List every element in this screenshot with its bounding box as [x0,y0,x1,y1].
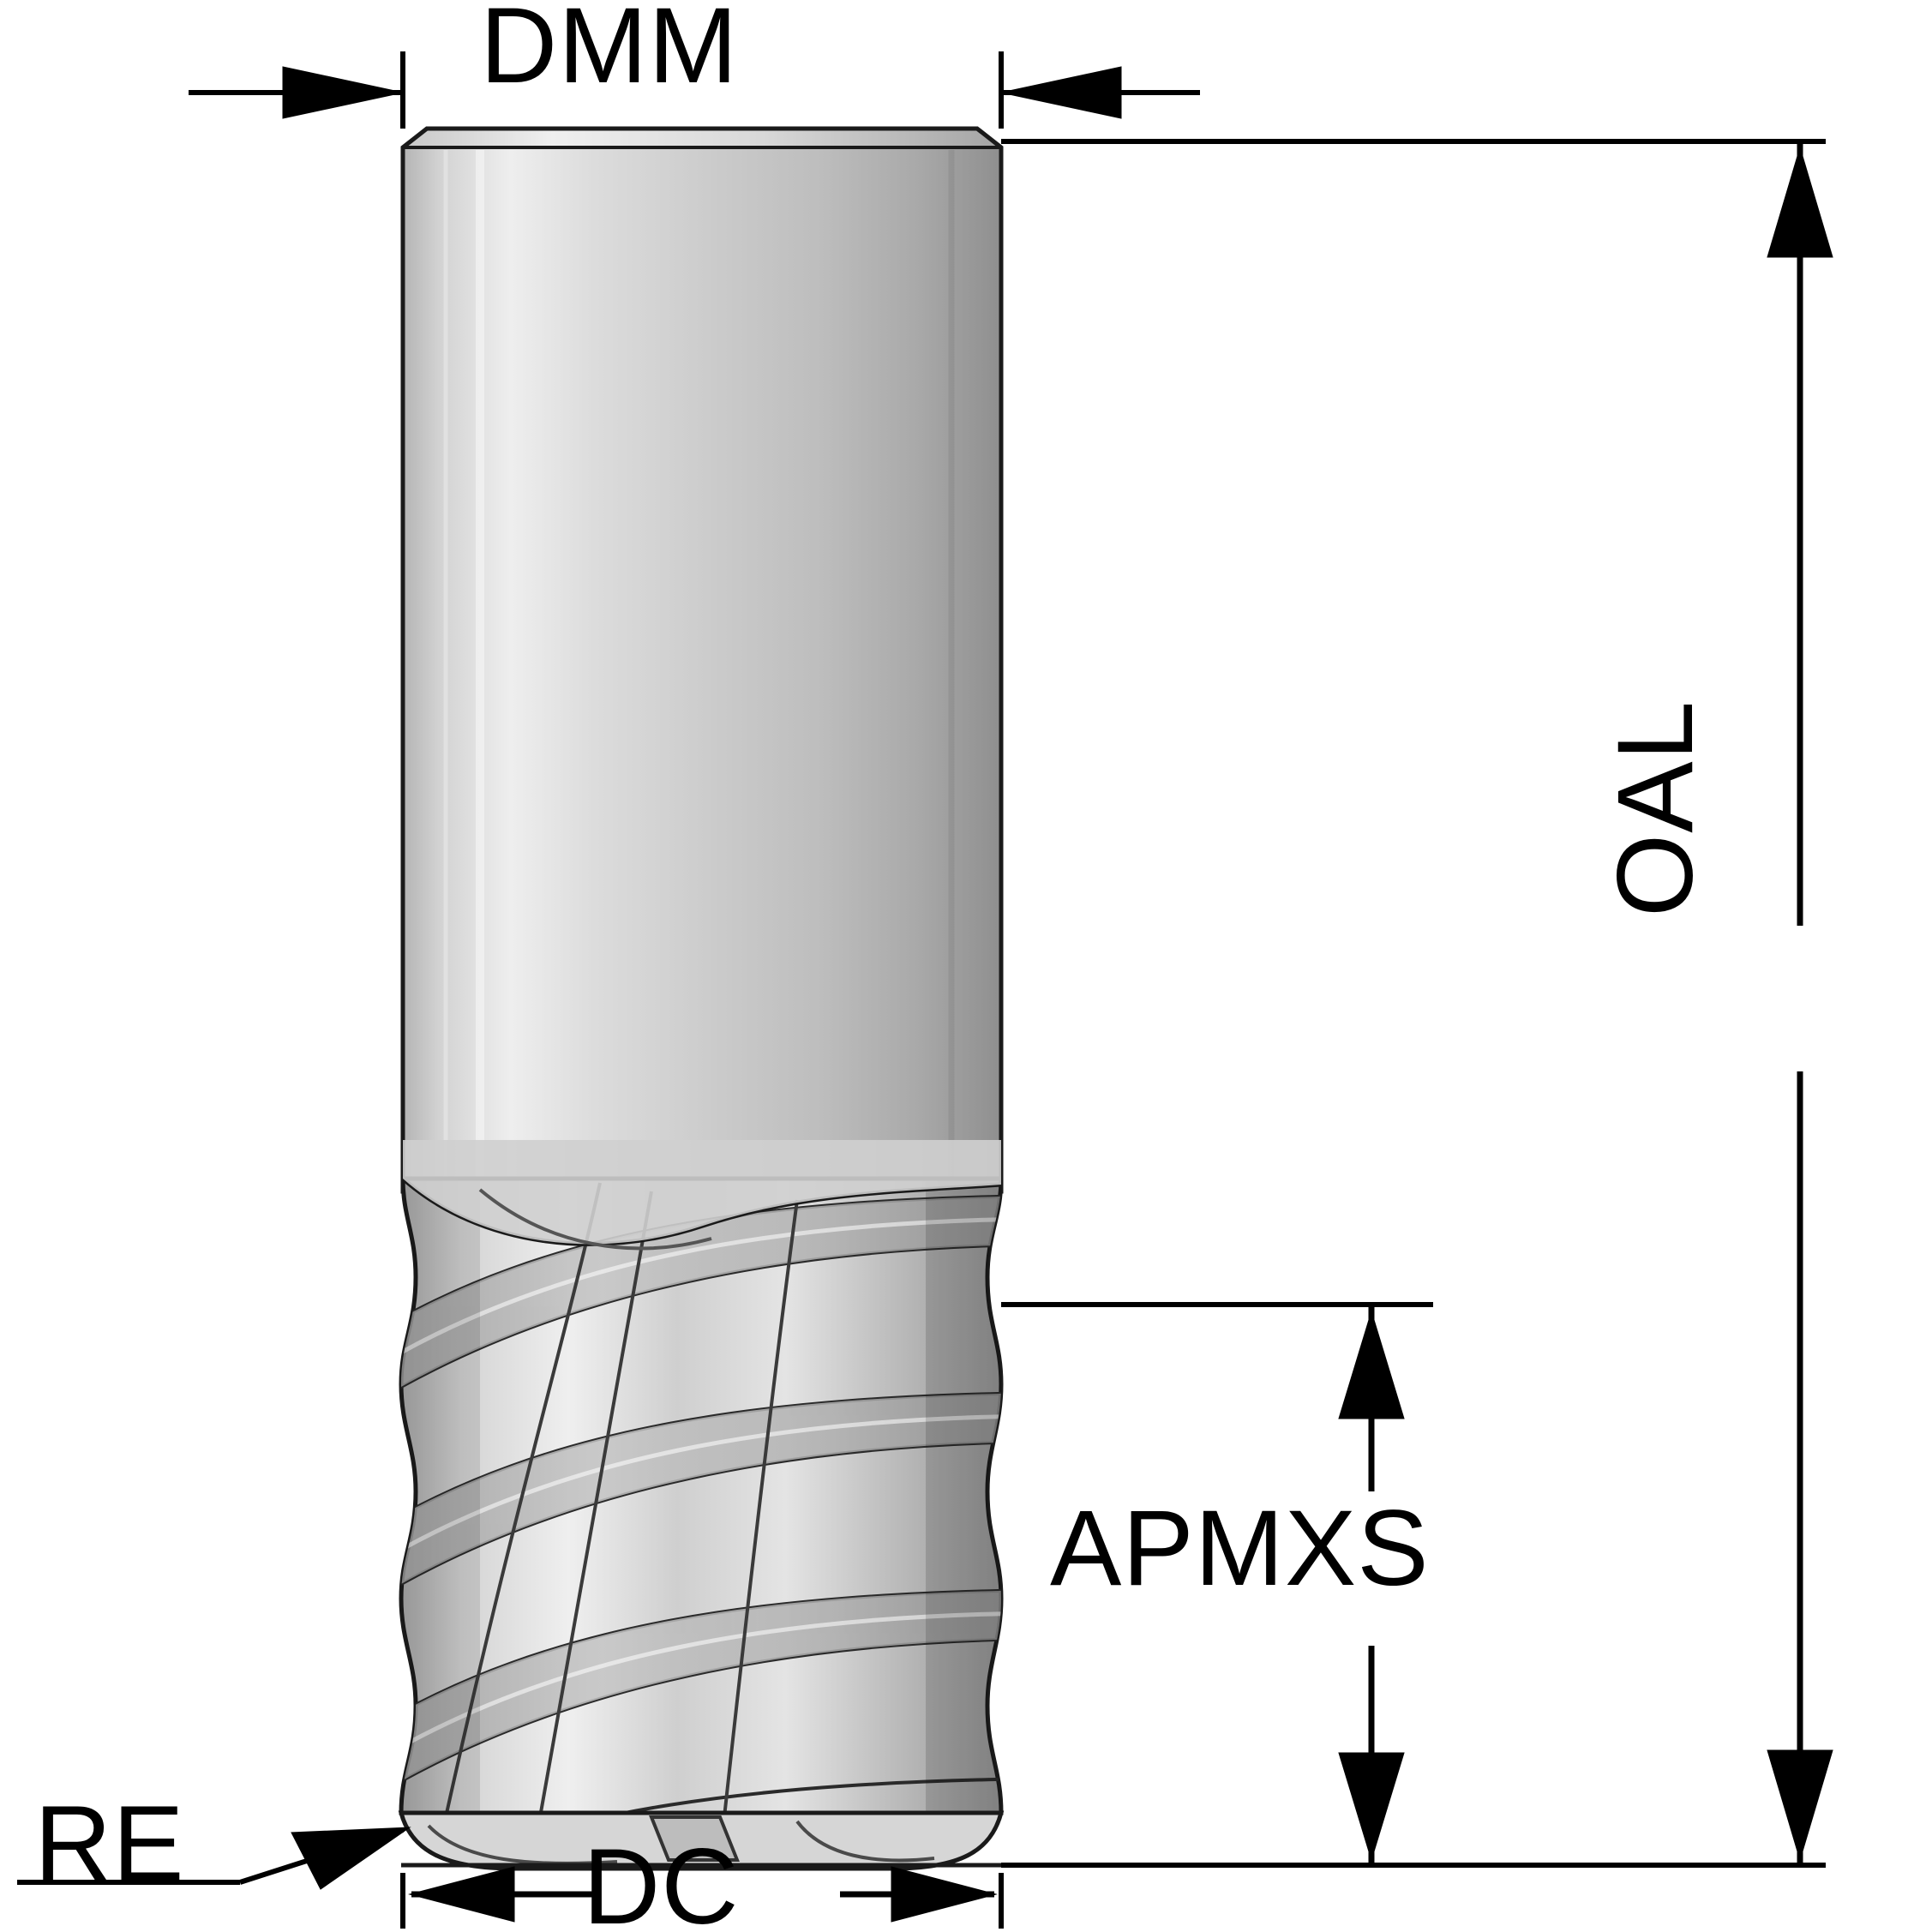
dimension-label-oal: OAL [1594,700,1717,917]
dimension-label-dmm: DMM [480,0,739,107]
tool-body [369,129,1037,1899]
flute-section [369,1140,1037,1899]
dimension-label-re: RE [34,1783,185,1905]
dimension-label-dc: DC [583,1826,740,1932]
dimension-label-apmxs: APMXS [1050,1487,1430,1610]
shank [403,129,1001,1191]
